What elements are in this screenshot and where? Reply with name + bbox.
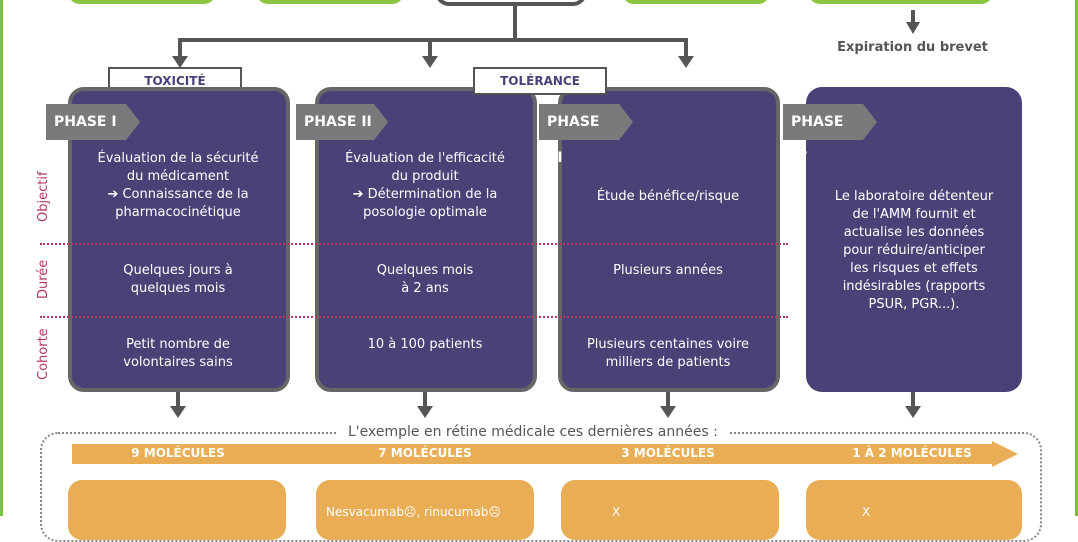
- phase-3-label: PHASE III: [539, 104, 633, 166]
- example-title: L'exemple en rétine médicale ces dernièr…: [338, 424, 728, 440]
- molecule-count-3: 3 MOLÉCULES: [621, 446, 715, 460]
- connector-lines: [170, 4, 921, 418]
- example-card-4: [806, 480, 1022, 540]
- separator-objective-duration: [40, 243, 788, 245]
- top-green-box-4: [808, 0, 993, 4]
- phase-3-objective: Étude bénéfice/risque: [596, 189, 740, 204]
- phase-2-duration: Quelques mois à 2 ans: [376, 263, 474, 296]
- phase-1-label: PHASE I: [46, 104, 140, 140]
- row-label-objective: Objectif: [36, 171, 51, 223]
- top-green-box-3: [622, 0, 770, 4]
- row-label-cohort: Cohorte: [36, 328, 51, 381]
- top-green-box-1: [68, 0, 216, 4]
- molecule-count-1: 9 MOLÉCULES: [131, 446, 225, 460]
- patent-expiration-label: Expiration du brevet: [837, 40, 988, 55]
- phase-2-objective: Évaluation de l'efficacité du produit ➔ …: [345, 151, 505, 220]
- example-card-1: [68, 480, 286, 540]
- example-card-3-text: X: [612, 505, 621, 519]
- phase-4-description: Le laboratoire détenteur de l'AMM fourni…: [834, 189, 994, 312]
- example-card-3: [561, 480, 779, 540]
- phase-3-duration: Plusieurs années: [613, 263, 723, 278]
- molecule-count-2: 7 MOLÉCULES: [378, 446, 472, 460]
- molecule-bar-arrow: [72, 441, 1018, 467]
- phase-1-duration: Quelques jours à quelques mois: [123, 263, 233, 296]
- phase-1-cohort: Petit nombre de volontaires sains: [123, 337, 233, 370]
- tolerance-tag: TOLÉRANCE: [473, 67, 607, 95]
- molecule-count-4: 1 À 2 MOLÉCULES: [852, 446, 972, 460]
- phase-2-label: PHASE II: [296, 104, 388, 140]
- top-green-box-2: [256, 0, 404, 4]
- phase-4-label: PHASE IV: [783, 104, 877, 166]
- phase-1-objective: Évaluation de la sécurité du médicament …: [97, 151, 259, 220]
- row-label-duration: Durée: [36, 259, 51, 300]
- example-card-4-text: X: [862, 505, 871, 519]
- example-card-2-text: Nesvacumab☹, rinucumab☹: [326, 505, 501, 519]
- page-frame: [0, 0, 1078, 516]
- phase-2-cohort: 10 à 100 patients: [367, 337, 483, 352]
- separator-duration-cohort: [40, 316, 788, 318]
- phase-3-cohort: Plusieurs centaines voire milliers de pa…: [586, 337, 750, 370]
